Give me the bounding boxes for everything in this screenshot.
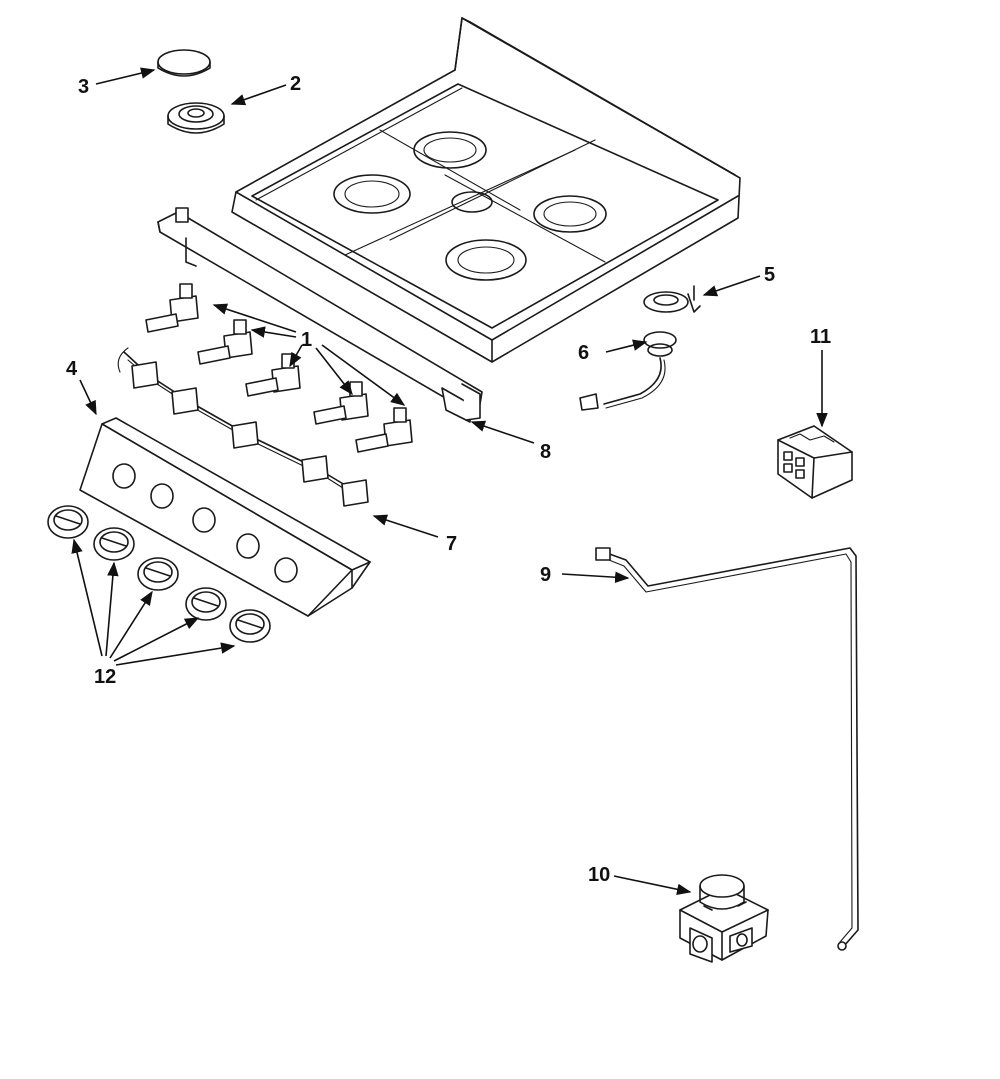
pressure-regulator <box>679 874 769 963</box>
callout-7: 7 <box>446 533 457 555</box>
callout-3: 3 <box>78 76 89 98</box>
callout-5: 5 <box>764 264 775 286</box>
burner-valve-2 <box>197 319 253 365</box>
burner-valve-1 <box>145 283 199 333</box>
knob-4 <box>185 587 227 621</box>
igniter-switch-harness <box>117 347 369 507</box>
burner-cap <box>157 49 211 77</box>
burner-valve-5 <box>355 407 413 453</box>
callout-labels: 3 2 4 1 5 6 11 8 7 9 12 10 <box>66 73 831 886</box>
manifold-bracket <box>157 207 483 423</box>
knob-5 <box>229 609 271 643</box>
callout-arrows <box>71 67 828 895</box>
callout-10: 10 <box>588 864 610 886</box>
callout-8: 8 <box>540 441 551 463</box>
control-panel <box>79 417 371 617</box>
burner-valve-4 <box>313 381 369 425</box>
knob-3 <box>137 557 179 591</box>
callout-1: 1 <box>301 329 312 351</box>
burner-head <box>167 102 225 134</box>
cooktop-main-top <box>231 17 741 363</box>
orifice-assembly <box>643 285 701 313</box>
burner-valve-3 <box>245 353 301 397</box>
callout-11: 11 <box>810 326 831 348</box>
callout-9: 9 <box>540 564 551 586</box>
callout-6: 6 <box>578 342 589 364</box>
spark-electrode-assembly <box>579 331 677 411</box>
knob-2 <box>93 527 135 561</box>
callout-12: 12 <box>94 666 116 688</box>
callout-4: 4 <box>66 358 78 380</box>
terminal-block <box>777 425 853 499</box>
callout-2: 2 <box>290 73 301 95</box>
knob-1 <box>47 505 89 539</box>
gas-supply-tube <box>595 547 859 951</box>
